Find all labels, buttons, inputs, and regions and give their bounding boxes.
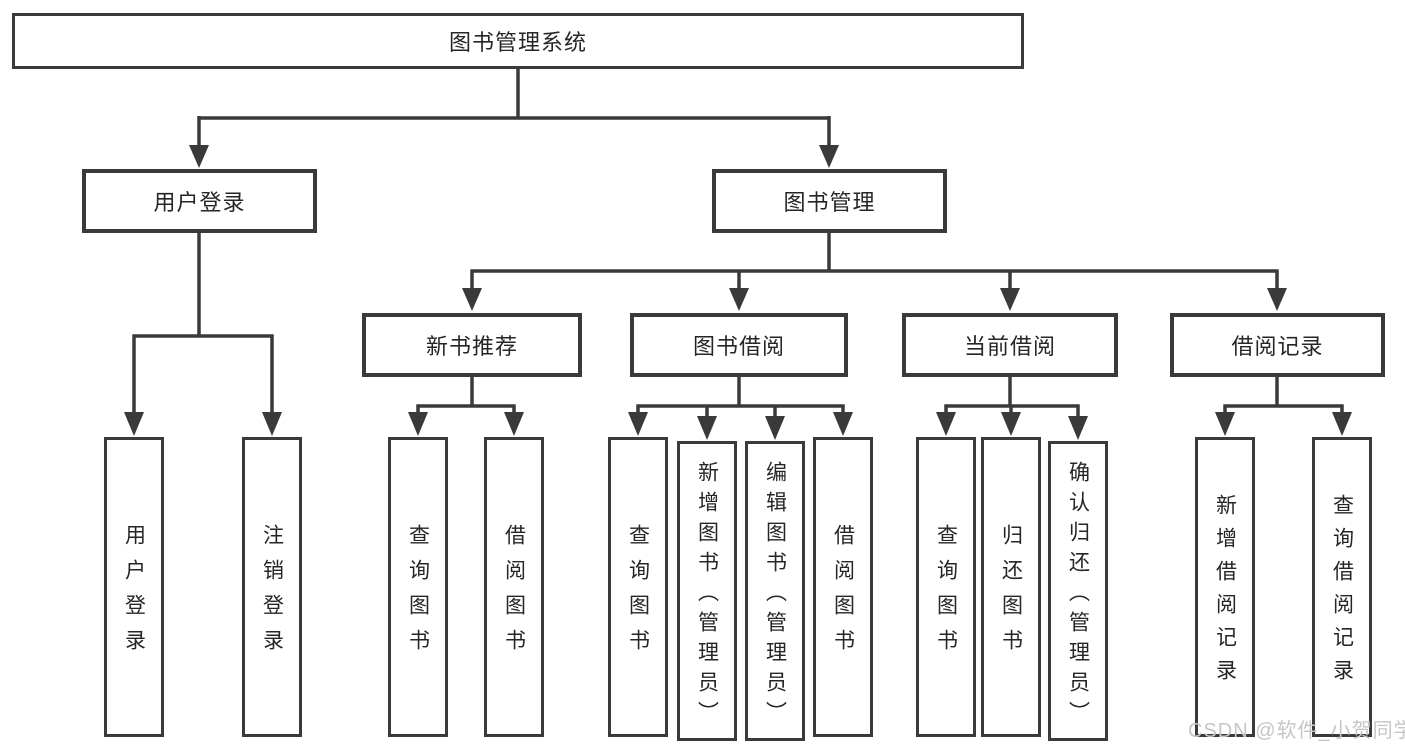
leaf-return-books: 归还图书 xyxy=(981,437,1041,737)
node-new-book-recommendation: 新书推荐 xyxy=(362,313,582,377)
node-new-book-recommendation-label: 新书推荐 xyxy=(425,334,518,359)
leaf-user-login-label: 用户登录 xyxy=(122,524,146,664)
leaf-logout: 注销登录 xyxy=(242,437,302,737)
leaf-query-books-current: 查询图书 xyxy=(916,437,976,737)
leaf-query-borrow-record: 查询借阅记录 xyxy=(1312,437,1372,737)
leaf-query-books-recommend-label: 查询图书 xyxy=(406,524,430,664)
leaf-query-books-recommend: 查询图书 xyxy=(388,437,448,737)
node-borrowing-records: 借阅记录 xyxy=(1170,313,1385,377)
leaf-query-borrow-record-label: 查询借阅记录 xyxy=(1330,494,1354,692)
leaf-return-books-label: 归还图书 xyxy=(999,524,1023,664)
leaf-user-login: 用户登录 xyxy=(104,437,164,737)
leaf-edit-book-admin-label: 编辑图书（管理员） xyxy=(763,460,787,731)
leaf-borrow-books-borrowing-label: 借阅图书 xyxy=(831,524,855,664)
node-book-management-label: 图书管理 xyxy=(783,190,876,215)
leaf-borrow-books-recommend-label: 借阅图书 xyxy=(502,524,526,664)
node-book-borrowing: 图书借阅 xyxy=(630,313,848,377)
leaf-confirm-return-admin: 确认归还（管理员） xyxy=(1048,441,1108,741)
leaf-borrow-books-borrowing: 借阅图书 xyxy=(813,437,873,737)
leaf-query-books-borrowing: 查询图书 xyxy=(608,437,668,737)
node-book-borrowing-label: 图书借阅 xyxy=(692,334,785,359)
watermark: CSDN @软件_小贺同学 xyxy=(1188,720,1405,742)
leaf-add-book-admin: 新增图书（管理员） xyxy=(677,441,737,741)
node-current-borrowing-label: 当前借阅 xyxy=(963,334,1056,359)
node-user-login: 用户登录 xyxy=(82,169,317,233)
node-borrowing-records-label: 借阅记录 xyxy=(1231,334,1324,359)
leaf-query-books-current-label: 查询图书 xyxy=(934,524,958,664)
leaf-add-borrow-record-label: 新增借阅记录 xyxy=(1213,494,1237,692)
leaf-logout-label: 注销登录 xyxy=(260,524,284,664)
leaf-query-books-borrowing-label: 查询图书 xyxy=(626,524,650,664)
node-user-login-label: 用户登录 xyxy=(153,190,246,215)
node-current-borrowing: 当前借阅 xyxy=(902,313,1118,377)
node-book-management: 图书管理 xyxy=(712,169,947,233)
leaf-edit-book-admin: 编辑图书（管理员） xyxy=(745,441,805,741)
leaf-confirm-return-admin-label: 确认归还（管理员） xyxy=(1066,460,1090,731)
node-root: 图书管理系统 xyxy=(12,13,1024,69)
leaf-borrow-books-recommend: 借阅图书 xyxy=(484,437,544,737)
leaf-add-borrow-record: 新增借阅记录 xyxy=(1195,437,1255,737)
node-root-label: 图书管理系统 xyxy=(448,30,587,55)
leaf-add-book-admin-label: 新增图书（管理员） xyxy=(695,460,719,731)
